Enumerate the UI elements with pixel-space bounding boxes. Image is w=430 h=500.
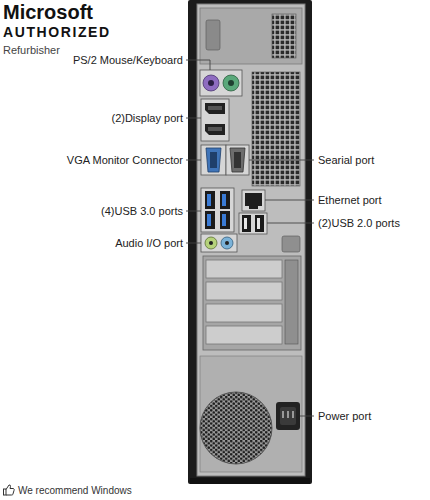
power-pin [287,411,289,418]
latch [206,20,220,50]
port-label: Power port [318,409,371,423]
port-label: (4)USB 3.0 ports [101,204,183,218]
vga-frame [201,145,226,175]
usb2-port [242,215,251,232]
slot-cover [206,304,282,322]
leader-line [300,416,314,417]
port-label: PS/2 Mouse/Keyboard [73,53,183,67]
ethernet-port [245,193,262,209]
audio-out-jack [205,237,217,249]
displayport-frame [201,99,229,141]
leader-line [186,243,201,244]
usb2-tongue [257,218,260,229]
ps2-frame [200,70,242,96]
top-plate [200,8,302,64]
port-label: (2)Display port [111,111,183,125]
slot-bracket [285,260,298,344]
thumb-hand [6,485,14,495]
port-label: (2)USB 2.0 ports [318,216,400,230]
ps2-mouse-port [203,75,219,91]
chassis [188,0,312,484]
port-label: Searial port [318,153,374,167]
power-pin [292,411,294,418]
port-label: VGA Monitor Connector [67,153,183,167]
usb3-tongue [222,194,226,206]
displayport-pins [208,127,222,131]
usb2-port [255,215,264,232]
psu-plate [200,356,302,472]
ps2-pins [228,80,234,86]
slot-cover [206,326,282,344]
serial-pins [234,152,241,168]
displayport [205,124,225,135]
thumbs-up-icon [4,485,15,495]
audio-hole [225,241,229,245]
back-panel [197,4,305,476]
usb3-port [205,191,215,209]
slot-cover [206,282,282,300]
ps2-keyboard-port [223,75,239,91]
fan-grille [200,392,272,464]
main-vent [252,72,300,186]
usb3-tongue [207,214,211,226]
top-vent [272,14,296,58]
port-label: Ethernet port [318,193,382,207]
usb3-tongue [222,214,226,226]
port-label: Audio I/O port [115,236,183,250]
power-port [276,402,300,430]
slot-cover [206,260,282,278]
usb3-frame [201,188,234,232]
vga-pins [210,152,217,168]
leader-line [267,223,314,224]
usb2-tongue [244,218,247,229]
thumb-cuff [4,489,7,495]
leader-line [249,160,314,161]
vga-connector [206,148,221,172]
audio-hole [209,241,213,245]
usb3-port [220,191,230,209]
leader-line [186,60,210,70]
logo-subtitle: AUTHORIZED [3,23,111,41]
logo-caption: Refurbisher [3,43,60,57]
power-socket [280,407,296,425]
lock-loop [282,236,300,252]
audio-in-jack [221,237,233,249]
chassis-foot [190,478,310,484]
logo-wordmark: Microsoft [3,0,93,25]
slot-area [203,256,301,350]
leader-lines [186,60,314,416]
leader-line [186,118,201,119]
usb3-tongue [207,194,211,206]
displayport-pins [208,106,222,110]
leader-line [265,200,314,201]
power-pin [282,411,284,418]
serial-connector [230,148,245,172]
ethernet-frame [242,190,265,211]
audio-frame [201,234,237,252]
footer-note: We recommend Windows [18,484,132,497]
ps2-pins [208,80,214,86]
displayport [205,103,225,114]
usb3-port [205,211,215,229]
usb3-port [220,211,230,229]
leader-line [186,160,201,161]
serial-frame [226,145,249,175]
leader-line [186,211,201,212]
usb2-frame [239,213,267,234]
